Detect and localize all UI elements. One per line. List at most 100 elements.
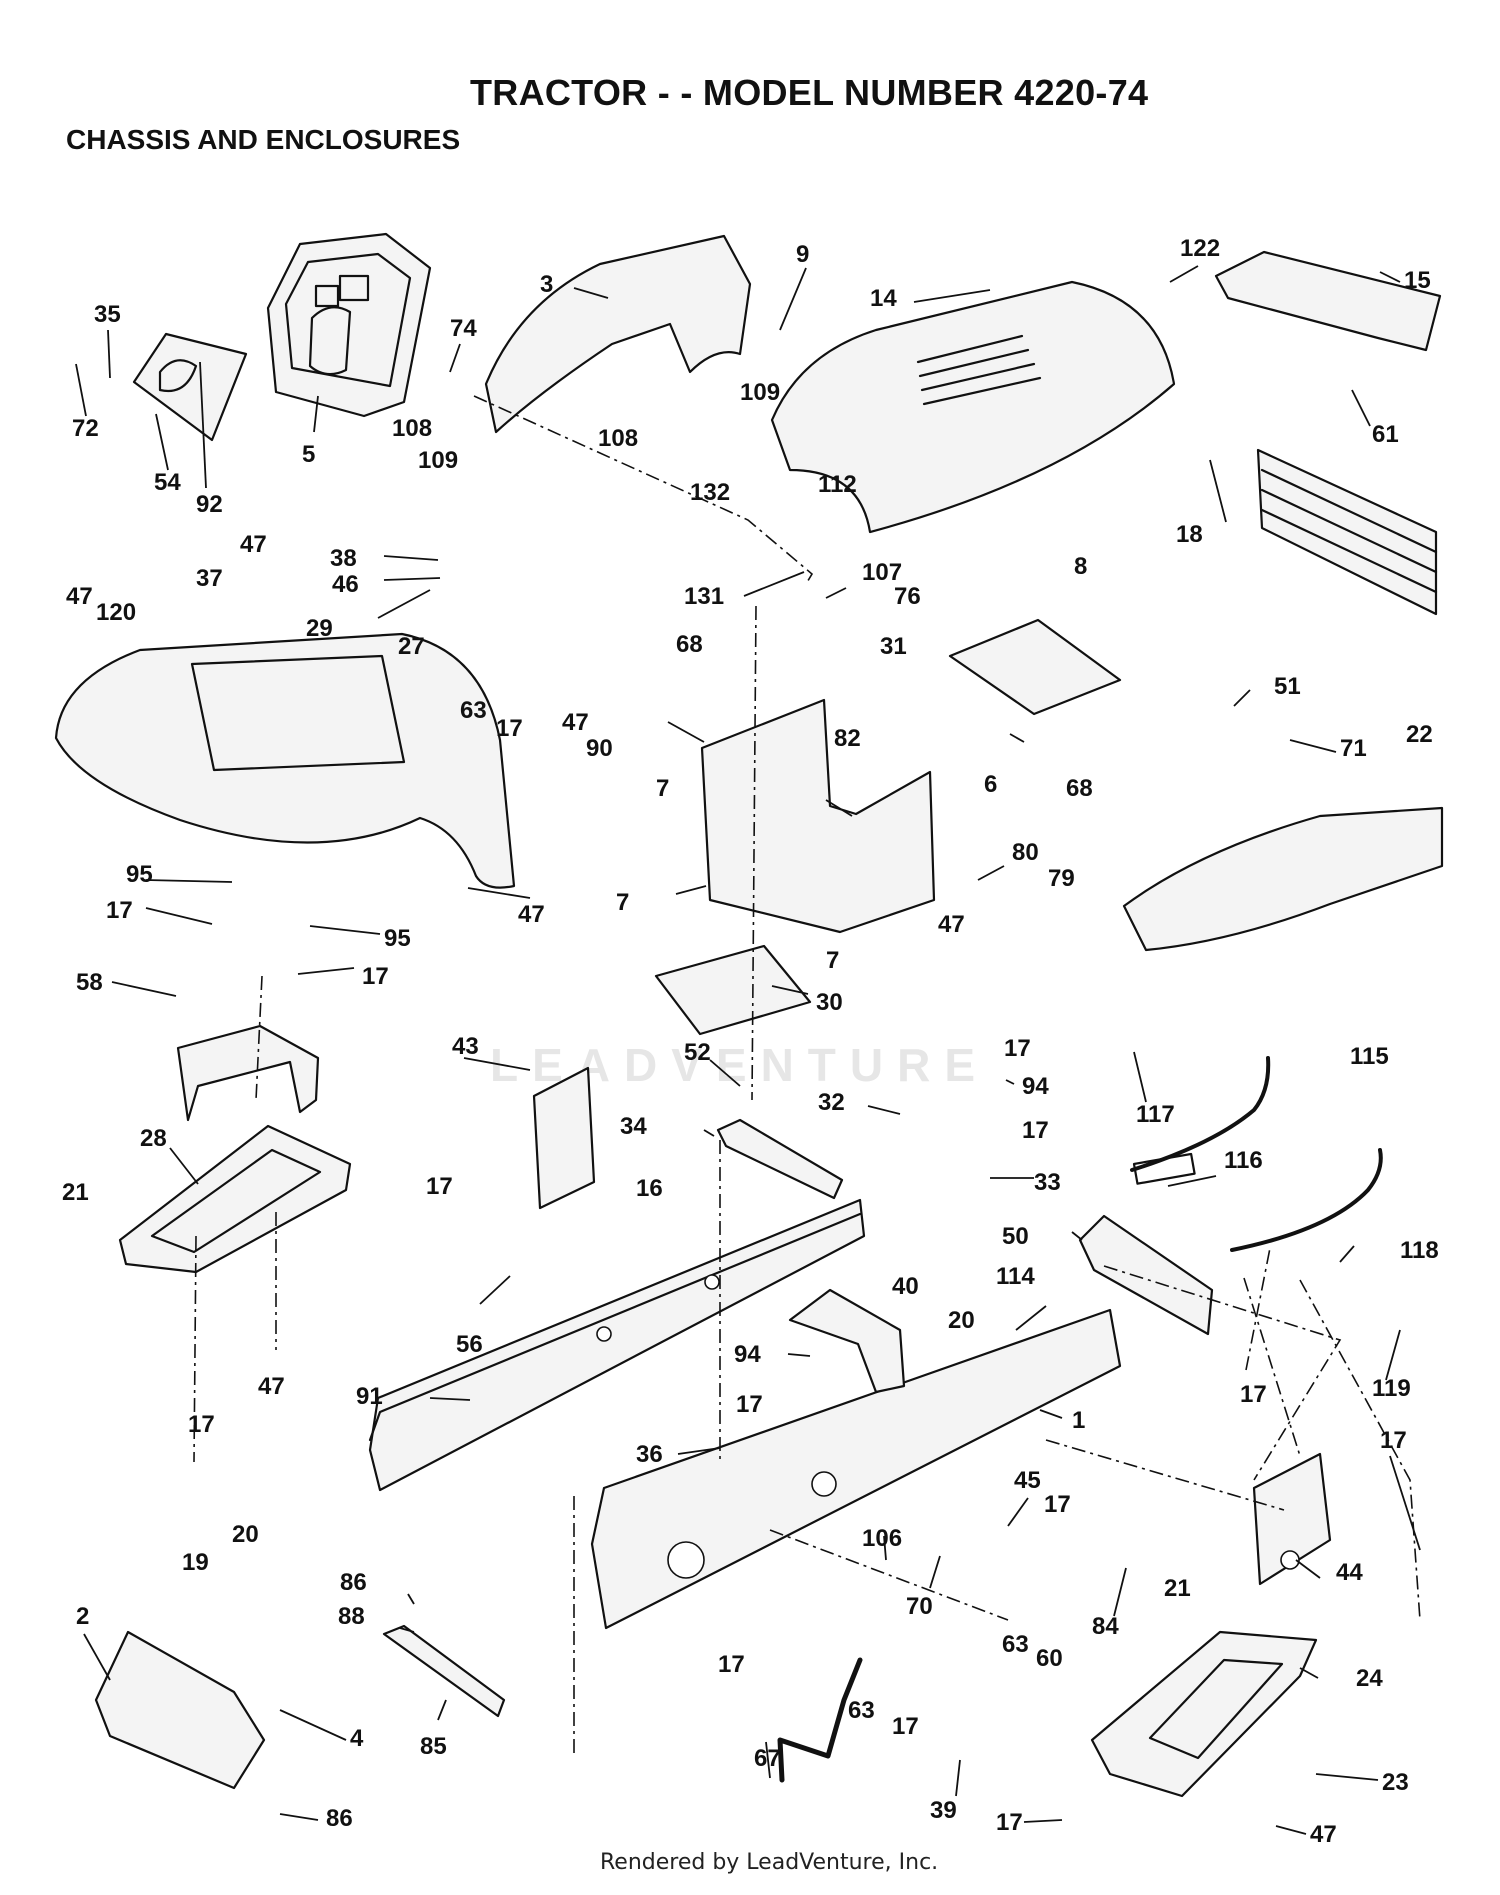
callout-43: 43: [452, 1033, 479, 1060]
callout-114: 114: [996, 1263, 1035, 1290]
callout-108-b: 108: [598, 425, 638, 452]
callout-8: 8: [1074, 553, 1087, 580]
callout-118: 118: [1400, 1237, 1439, 1264]
part-seat-pan: [700, 698, 936, 934]
part-rear-plate: [94, 1630, 266, 1790]
callout-108-a: 108: [392, 415, 432, 442]
callout-28: 28: [140, 1125, 167, 1152]
callout-17-l: 17: [718, 1651, 745, 1678]
callout-17-g: 17: [188, 1411, 215, 1438]
callout-91: 91: [356, 1383, 383, 1410]
callout-17-a: 17: [496, 715, 523, 742]
part-right-frame-rail: [590, 1308, 1122, 1630]
callout-47-c: 47: [562, 709, 589, 736]
part-engine-plate: [948, 618, 1122, 716]
part-footrest: [118, 1124, 352, 1274]
callout-56: 56: [456, 1331, 483, 1358]
callout-17-i: 17: [1240, 1381, 1267, 1408]
callout-17-j: 17: [1380, 1427, 1407, 1454]
part-left-frame-rail: [368, 1198, 866, 1492]
callout-58: 58: [76, 969, 103, 996]
assembly-lines: [193, 395, 1421, 1758]
part-mount-bracket-43: [532, 1066, 596, 1210]
callout-29: 29: [306, 615, 333, 642]
callout-116: 116: [1224, 1147, 1263, 1174]
part-bracket-40: [788, 1288, 906, 1394]
callout-115: 115: [1350, 1043, 1389, 1070]
callout-106: 106: [862, 1525, 902, 1552]
callout-21-a: 21: [62, 1179, 89, 1206]
part-axle-bracket: [1252, 1452, 1332, 1586]
callout-107: 107: [862, 559, 902, 586]
callout-31: 31: [880, 633, 907, 660]
callout-17-m: 17: [892, 1713, 919, 1740]
callout-17-f: 17: [426, 1173, 453, 1200]
callout-44: 44: [1336, 1559, 1363, 1586]
footer-credit: Rendered by LeadVenture, Inc.: [600, 1850, 939, 1875]
callout-17-d: 17: [1004, 1035, 1031, 1062]
part-hood: [770, 280, 1176, 534]
callout-63-a: 63: [460, 697, 487, 724]
callout-16: 16: [636, 1175, 663, 1202]
callout-86-a: 86: [340, 1569, 367, 1596]
callout-6: 6: [984, 771, 997, 798]
callout-95-a: 95: [126, 861, 153, 888]
callout-3: 3: [540, 271, 553, 298]
callout-54: 54: [154, 469, 181, 496]
callout-84: 84: [1092, 1613, 1119, 1640]
callout-35: 35: [94, 301, 121, 328]
callout-86-b: 86: [326, 1805, 353, 1832]
callout-7-b: 7: [616, 889, 629, 916]
callout-labels: 3 9 14 122 15 61 35 72 54 92 5 74 108 10…: [62, 235, 1439, 1848]
callout-32: 32: [818, 1089, 845, 1116]
callout-46: 46: [332, 571, 359, 598]
callout-90: 90: [586, 735, 613, 762]
part-front-bracket: [1214, 250, 1442, 352]
callout-17-e: 17: [1022, 1117, 1049, 1144]
callout-85: 85: [420, 1733, 447, 1760]
callout-82: 82: [834, 725, 861, 752]
callout-47-a: 47: [240, 531, 267, 558]
callout-20-a: 20: [948, 1307, 975, 1334]
callout-70: 70: [906, 1593, 933, 1620]
callout-68-a: 68: [676, 631, 703, 658]
callout-68-b: 68: [1066, 775, 1093, 802]
callout-63-c: 63: [848, 1697, 875, 1724]
callout-63-b: 63: [1002, 1631, 1029, 1658]
callout-20-b: 20: [232, 1521, 259, 1548]
callout-15: 15: [1404, 267, 1431, 294]
part-lift-handle: [1130, 1056, 1383, 1252]
callout-2: 2: [76, 1603, 89, 1630]
callout-47-g: 47: [1310, 1821, 1337, 1848]
callout-109-a: 109: [418, 447, 458, 474]
callout-4: 4: [350, 1725, 364, 1752]
callout-18: 18: [1176, 521, 1203, 548]
callout-17-b: 17: [106, 897, 133, 924]
part-floor-plate: [654, 944, 812, 1036]
part-steering-cover: [484, 234, 752, 434]
callout-30: 30: [816, 989, 843, 1016]
callout-9: 9: [796, 241, 809, 268]
callout-50: 50: [1002, 1223, 1029, 1250]
part-rear-fender: [54, 632, 516, 889]
callout-17-n: 17: [996, 1809, 1023, 1836]
callout-79: 79: [1048, 865, 1075, 892]
part-front-bumper: [1122, 806, 1444, 952]
part-pedal-lever: [777, 1657, 863, 1783]
callout-24: 24: [1356, 1665, 1383, 1692]
callout-40: 40: [892, 1273, 919, 1300]
part-tow-bar: [382, 1624, 506, 1718]
callout-51: 51: [1274, 673, 1301, 700]
section-subtitle: CHASSIS AND ENCLOSURES: [66, 124, 461, 155]
callout-23: 23: [1382, 1769, 1409, 1796]
callout-7-c: 7: [826, 947, 839, 974]
callout-60: 60: [1036, 1645, 1063, 1672]
callout-80: 80: [1012, 839, 1039, 866]
part-battery-bracket: [176, 1024, 320, 1122]
callout-94-a: 94: [1022, 1073, 1049, 1100]
callout-45: 45: [1014, 1467, 1041, 1494]
callout-47-e: 47: [938, 911, 965, 938]
callout-14: 14: [870, 285, 897, 312]
callout-119: 119: [1372, 1375, 1411, 1402]
